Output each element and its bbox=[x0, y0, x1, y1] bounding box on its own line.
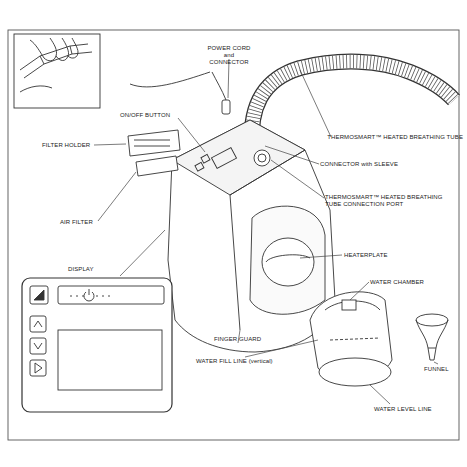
part-label: DISPLAY bbox=[68, 266, 94, 273]
part-label: WATER LEVEL LINE bbox=[374, 406, 432, 413]
funnel bbox=[416, 314, 448, 360]
part-label: THERMOSMART™ HEATED BREATHING TUBE CONNE… bbox=[325, 194, 457, 208]
leader-lines bbox=[94, 59, 438, 404]
part-label: WATER CHAMBER bbox=[370, 279, 424, 286]
part-label: ON/OFF BUTTON bbox=[120, 112, 170, 119]
inset-illustration bbox=[14, 34, 100, 108]
water-chamber bbox=[310, 292, 392, 386]
part-label: FUNNEL bbox=[424, 366, 449, 373]
display-panel bbox=[22, 278, 172, 412]
part-label: FILTER HOLDER bbox=[42, 142, 90, 149]
frame bbox=[8, 30, 459, 440]
part-label: WATER FILL LINE (vertical) bbox=[196, 358, 273, 365]
part-label: FINGER GUARD bbox=[214, 336, 261, 343]
power-cord bbox=[130, 72, 230, 114]
part-label: THERMOSMART™ HEATED BREATHING TUBE bbox=[327, 134, 463, 141]
part-label: AIR FILTER bbox=[60, 219, 93, 226]
part-label: CONNECTOR with SLEEVE bbox=[320, 161, 398, 168]
part-label: POWER CORD and CONNECTOR bbox=[205, 45, 253, 66]
part-label: HEATERPLATE bbox=[344, 252, 388, 259]
